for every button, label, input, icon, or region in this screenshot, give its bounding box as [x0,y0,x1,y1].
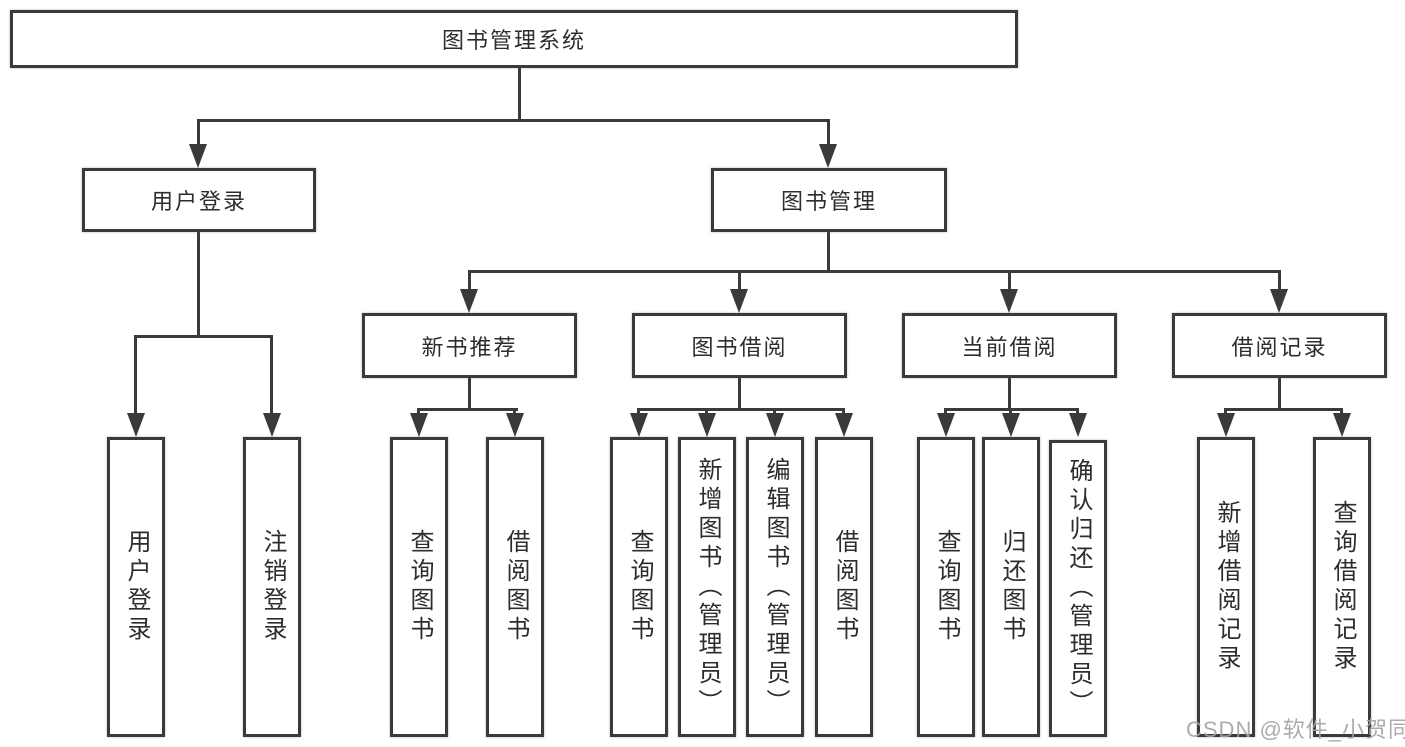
node-label: 新增借阅记录 [1213,500,1240,674]
arrow-down-icon [819,144,837,168]
node-borrowing-records: 借阅记录 [1172,313,1387,378]
node-book-borrowing: 图书借阅 [632,313,847,378]
connector-line [270,335,273,415]
node-user-login: 用户登录 [82,168,316,232]
arrow-down-icon [460,289,478,313]
node-label: 归还图书 [998,529,1025,645]
connector-line [738,270,741,291]
leaf-logout: 注销登录 [243,437,301,737]
node-new-book-recommend: 新书推荐 [362,313,577,378]
connector-line [944,408,947,416]
node-label: 用户登录 [123,529,150,645]
connector-line [468,270,1281,273]
arrow-down-icon [1000,289,1018,313]
arrow-down-icon [1270,289,1288,313]
arrow-down-icon [698,413,716,437]
connector-line [827,232,830,270]
leaf-user-login: 用户登录 [107,437,165,737]
leaf-return-books: 归还图书 [982,437,1040,737]
node-label: 图书借阅 [691,334,788,360]
connector-line [637,408,845,411]
connector-line [1076,408,1079,416]
connector-line [518,68,521,119]
node-label: 查询图书 [626,529,653,645]
node-label: 新增图书（管理员） [694,456,721,718]
connector-line [738,378,741,408]
node-label: 图书管理系统 [441,28,586,53]
leaf-query-books-current: 查询图书 [917,437,975,737]
leaf-query-books-borrowing: 查询图书 [610,437,668,737]
connector-line [827,119,830,146]
node-current-borrowing: 当前借阅 [902,313,1117,378]
arrow-down-icon [127,413,145,437]
leaf-add-books-admin: 新增图书（管理员） [678,437,736,737]
leaf-edit-books-admin: 编辑图书（管理员） [746,437,804,737]
leaf-borrow-books: 借阅图书 [815,437,873,737]
node-label: 查询图书 [933,529,960,645]
connector-line [637,408,640,416]
connector-line [1008,270,1011,291]
arrow-down-icon [1002,413,1020,437]
connector-line [513,408,516,416]
leaf-confirm-return-admin: 确认归还（管理员） [1049,440,1107,737]
leaf-query-books-recommend: 查询图书 [390,437,448,737]
arrow-down-icon [1333,413,1351,437]
node-book-management: 图书管理 [711,168,947,232]
node-label: 用户登录 [150,189,247,214]
arrow-down-icon [630,413,648,437]
connector-line [1224,408,1343,411]
connector-line [417,408,518,411]
connector-line [1224,408,1227,416]
arrow-down-icon [1069,413,1087,437]
connector-line [1278,270,1281,291]
connector-line [468,378,471,408]
connector-line [134,335,273,338]
leaf-add-borrow-record: 新增借阅记录 [1197,437,1255,737]
connector-line [1008,378,1011,408]
node-label: 借阅记录 [1231,334,1328,360]
connector-line [705,408,708,416]
node-label: 新书推荐 [421,334,518,360]
connector-line [468,270,471,291]
arrow-down-icon [506,413,524,437]
connector-line [842,408,845,416]
arrow-down-icon [263,413,281,437]
arrow-down-icon [1217,413,1235,437]
csdn-watermark: CSDN @软件_小贺同学 [1186,717,1405,742]
arrow-down-icon [730,289,748,313]
connector-line [1009,408,1012,416]
node-label: 图书管理 [780,189,877,214]
connector-line [197,232,200,335]
arrow-down-icon [410,413,428,437]
arrow-down-icon [937,413,955,437]
node-label: 编辑图书（管理员） [762,456,789,718]
connector-line [417,408,420,416]
node-label: 借阅图书 [502,529,529,645]
arrow-down-icon [189,144,207,168]
node-label: 查询借阅记录 [1329,500,1356,674]
connector-line [1278,378,1281,408]
connector-line [773,408,776,416]
leaf-borrow-books-recommend: 借阅图书 [486,437,544,737]
connector-line [134,335,137,415]
connector-line [197,119,830,122]
node-label: 确认归还（管理员） [1065,458,1092,719]
node-label: 注销登录 [259,529,286,645]
node-library-system: 图书管理系统 [10,10,1018,68]
node-label: 查询图书 [406,529,433,645]
connector-line [197,119,200,146]
leaf-query-borrow-record: 查询借阅记录 [1313,437,1371,737]
arrow-down-icon [766,413,784,437]
connector-line [1340,408,1343,416]
node-label: 当前借阅 [961,334,1058,360]
arrow-down-icon [835,413,853,437]
node-label: 借阅图书 [831,529,858,645]
